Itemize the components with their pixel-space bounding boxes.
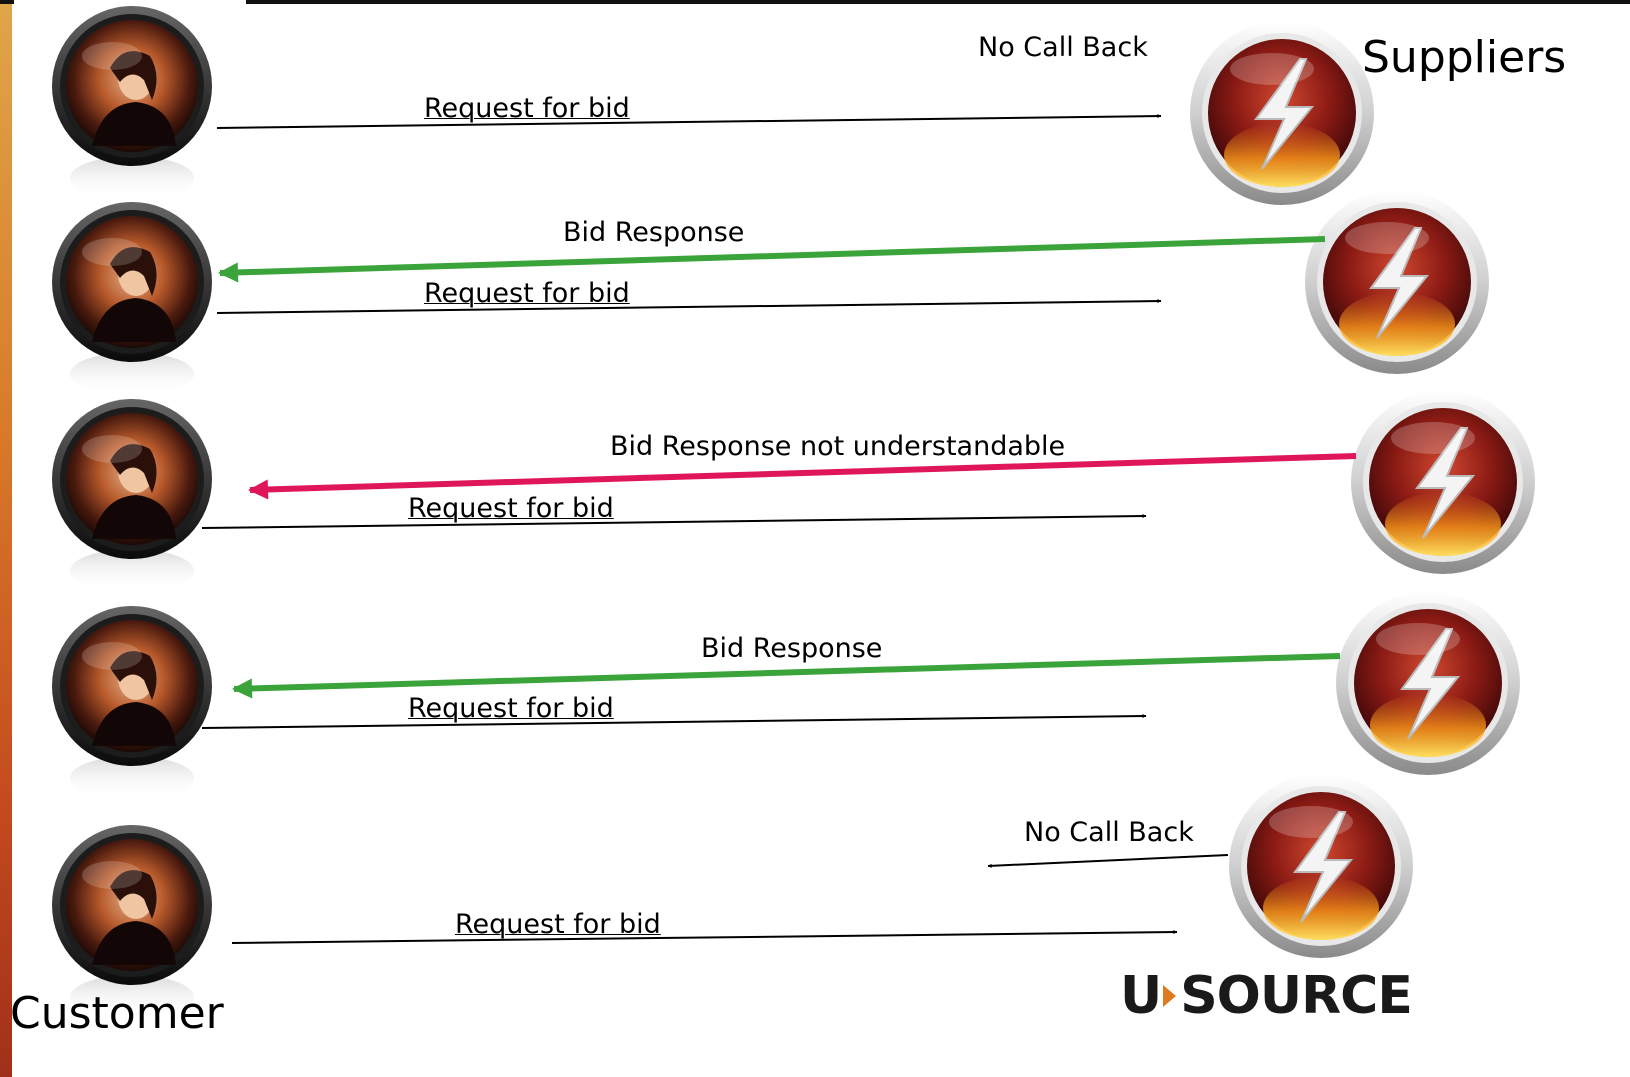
- no-call-back-label: No Call Back: [978, 32, 1148, 63]
- lightning-bolt-icon: [1304, 189, 1490, 375]
- no-call-back-arrow: [987, 854, 1229, 868]
- logo-text-left: U: [1120, 966, 1162, 1026]
- logo-text-right: SOURCE: [1180, 966, 1413, 1026]
- bid-response-label: Bid Response: [563, 217, 745, 248]
- bid-response-arrow: [218, 236, 1326, 283]
- bid-response-not-understandable-label: Bid Response not understandable: [610, 431, 1066, 462]
- customer-label: Customer: [10, 988, 224, 1039]
- request-for-bid-arrow: [216, 114, 1162, 129]
- usource-logo: U SOURCE: [1120, 966, 1460, 1026]
- no-call-back-label: No Call Back: [1024, 817, 1194, 848]
- bid-response-label: Bid Response: [701, 633, 883, 664]
- bid-response-not-understandable-arrow: [248, 453, 1357, 500]
- request-for-bid-arrow: [201, 714, 1147, 729]
- request-for-bid-label: Request for bid: [455, 909, 661, 940]
- request-for-bid-arrow: [231, 930, 1178, 944]
- slide-left-accent-strip: [0, 0, 12, 1077]
- request-for-bid-arrow: [216, 299, 1162, 314]
- lightning-bolt-icon: [1189, 20, 1375, 206]
- suppliers-label: Suppliers: [1362, 32, 1567, 83]
- logo-arrow-icon: [1163, 985, 1177, 1007]
- customer-avatar-icon: [52, 6, 212, 200]
- customer-avatar-icon: [52, 606, 212, 800]
- slide-top-rule-gap: [14, 0, 246, 4]
- request-for-bid-label: Request for bid: [424, 278, 630, 309]
- request-for-bid-label: Request for bid: [408, 693, 614, 724]
- bid-response-arrow: [232, 653, 1341, 699]
- customer-avatar-icon: [52, 202, 212, 396]
- slide-top-rule: [0, 0, 1630, 4]
- request-for-bid-label: Request for bid: [408, 493, 614, 524]
- request-for-bid-arrow: [201, 514, 1147, 529]
- lightning-bolt-icon: [1335, 590, 1521, 776]
- customer-avatar-icon: [52, 399, 212, 593]
- lightning-bolt-icon: [1350, 389, 1536, 575]
- lightning-bolt-icon: [1228, 773, 1414, 959]
- request-for-bid-label: Request for bid: [424, 93, 630, 124]
